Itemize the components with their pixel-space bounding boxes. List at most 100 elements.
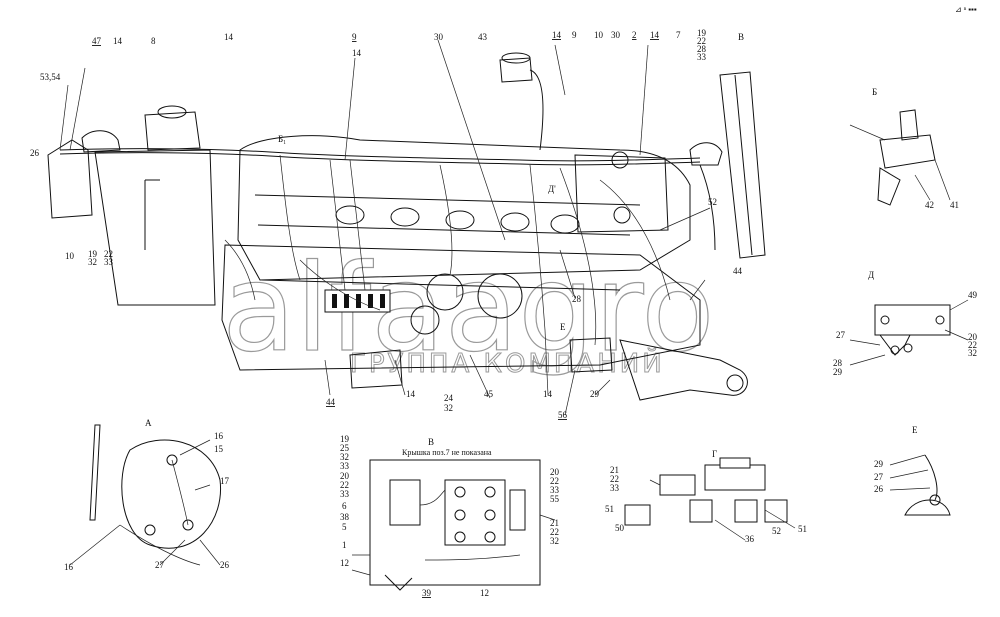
pos-50: 50 — [615, 523, 625, 533]
main-harness-2 — [59, 152, 701, 166]
pos-1: 1 — [342, 540, 347, 550]
pos-30: 30 — [434, 32, 444, 42]
pos-28: 28 — [572, 294, 582, 304]
pos-21: 21 — [550, 518, 559, 528]
pos-52: 52 — [772, 526, 781, 536]
pos-16: 16 — [64, 562, 74, 572]
air-cleaner-top — [611, 151, 629, 169]
pulley-2 — [477, 273, 523, 319]
sender-43-top — [501, 52, 531, 64]
pos-33: 33 — [104, 257, 114, 267]
view-letter-A: А — [145, 418, 152, 428]
pos-14: 14 — [552, 30, 562, 40]
view-letter-E-main: Е — [560, 322, 566, 332]
crankcase — [221, 244, 701, 371]
pos-49: 49 — [968, 290, 978, 300]
view-letter-D1: Д' — [548, 184, 556, 194]
frame-rail-inner — [734, 74, 753, 256]
pos-20: 20 — [340, 471, 350, 481]
pos-9: 9 — [352, 32, 357, 42]
connector-right — [689, 142, 723, 166]
pos-7: 7 — [676, 30, 681, 40]
pos-28: 28 — [833, 358, 843, 368]
pos-27: 27 — [155, 560, 165, 570]
pos-12: 12 — [480, 588, 489, 598]
pos-27: 27 — [874, 472, 884, 482]
pos-29: 29 — [874, 459, 884, 469]
watermark: alfaagro ГРУППА КОМПАНИЙ — [221, 239, 715, 379]
view-letter-E: Е — [912, 425, 918, 435]
main-harness — [59, 148, 701, 162]
pos-39: 39 — [422, 588, 432, 598]
pos-53-54: 53,54 — [40, 72, 61, 82]
pos-10: 10 — [594, 30, 604, 40]
pos-32: 32 — [968, 348, 977, 358]
horn-bracket — [47, 139, 93, 219]
pos-22: 22 — [550, 527, 559, 537]
expansion-tank — [144, 111, 201, 151]
pos-22: 22 — [610, 474, 619, 484]
view-letter-D: Д — [868, 270, 874, 280]
leaders — [59, 39, 711, 416]
pos-43: 43 — [478, 32, 488, 42]
pos-29: 29 — [590, 389, 600, 399]
pos-22: 22 — [550, 476, 559, 486]
view-G — [624, 457, 796, 541]
view-D — [849, 299, 969, 366]
pos-20: 20 — [968, 332, 978, 342]
pos-19: 19 — [697, 28, 707, 38]
pos-26: 26 — [220, 560, 230, 570]
view-V — [351, 459, 556, 591]
pos-21: 21 — [610, 465, 619, 475]
pos-14: 14 — [650, 30, 660, 40]
pulley-3 — [410, 305, 440, 335]
pos-19: 19 — [88, 249, 98, 259]
pos-33: 33 — [610, 483, 620, 493]
pulley-1 — [426, 273, 464, 311]
pos-32: 32 — [340, 452, 349, 462]
view-letter-V-top: В — [738, 32, 744, 42]
pos-14: 14 — [543, 389, 553, 399]
pos-55: 55 — [550, 494, 560, 504]
pos-33: 33 — [340, 489, 350, 499]
pos-36: 36 — [745, 534, 755, 544]
view-letter-B1: Б₁ — [278, 134, 286, 144]
pos-22: 22 — [968, 340, 977, 350]
view-E — [889, 454, 951, 516]
axle-bolt — [726, 374, 744, 392]
air-cleaner — [574, 154, 669, 233]
pos-14: 14 — [352, 48, 362, 58]
pos-47: 47 — [92, 36, 102, 46]
pos-33: 33 — [340, 461, 350, 471]
pos-19: 19 — [340, 434, 350, 444]
engine-assembly — [47, 52, 766, 401]
pos-12: 12 — [340, 558, 349, 568]
pos-56: 56 — [558, 410, 568, 420]
pos-52: 52 — [708, 197, 717, 207]
tank-cap — [157, 105, 187, 119]
view-letter-V: В — [428, 437, 434, 447]
pos-9: 9 — [572, 30, 577, 40]
pos-14: 14 — [113, 36, 123, 46]
pos-6: 6 — [342, 501, 347, 511]
pos-14: 14 — [406, 389, 416, 399]
pos-32: 32 — [444, 403, 453, 413]
crank-line — [261, 279, 621, 291]
pos-10: 10 — [65, 251, 75, 261]
pos-45: 45 — [484, 389, 494, 399]
pos-22: 22 — [104, 249, 113, 259]
view-B — [849, 109, 951, 206]
pos-38: 38 — [340, 512, 350, 522]
pos-8: 8 — [151, 36, 156, 46]
pos-20: 20 — [550, 467, 560, 477]
pos-44: 44 — [326, 397, 336, 407]
pos-28: 28 — [697, 44, 707, 54]
pos-33: 33 — [697, 52, 707, 62]
pos-41: 41 — [950, 200, 959, 210]
head-line — [254, 194, 641, 206]
pos-42: 42 — [925, 200, 934, 210]
pos-5: 5 — [342, 522, 347, 532]
pos-51: 51 — [605, 504, 614, 514]
